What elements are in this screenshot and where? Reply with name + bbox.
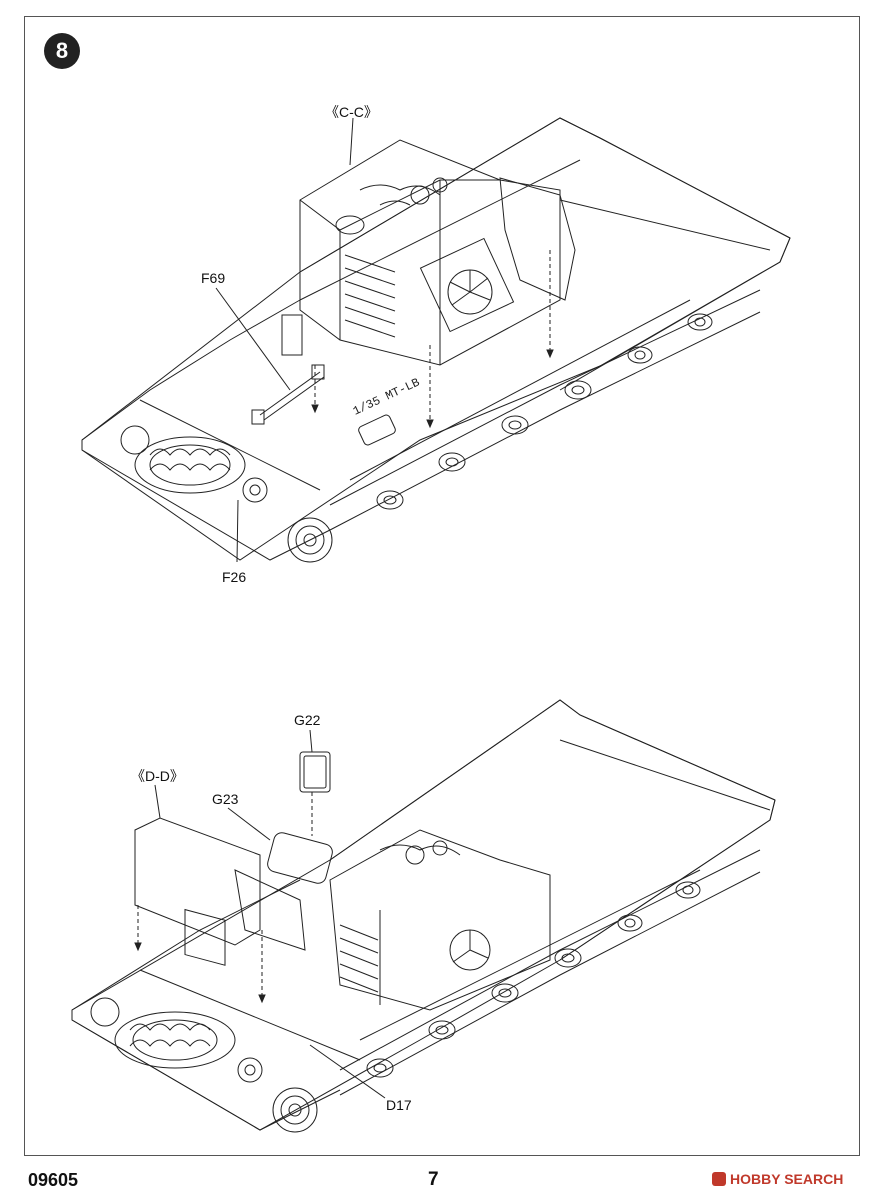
product-code: 09605 — [28, 1170, 79, 1190]
watermark-text: HOBBY SEARCH — [730, 1171, 844, 1187]
watermark-logo-icon — [712, 1172, 726, 1186]
callout-f69: F69 — [201, 270, 226, 286]
callout-g23: G23 — [212, 791, 239, 807]
callout-g22: G22 — [294, 712, 321, 728]
section-label-d-d: 《D-D》 — [131, 768, 184, 784]
bottom-hull-drawing — [71, 699, 776, 1133]
svg-text:1/35 MT-LB: 1/35 MT-LB — [351, 376, 422, 419]
callout-f26: F26 — [222, 569, 247, 585]
top-hull-drawing: 1/35 MT-LB — [81, 117, 791, 563]
page-frame — [24, 16, 860, 1156]
watermark: HOBBY SEARCH — [712, 1171, 843, 1187]
section-label-c-c: 《C-C》 — [325, 104, 378, 120]
callout-d17: D17 — [386, 1097, 412, 1113]
page-number: 7 — [428, 1169, 439, 1190]
step-number-badge: 8 — [44, 33, 80, 69]
